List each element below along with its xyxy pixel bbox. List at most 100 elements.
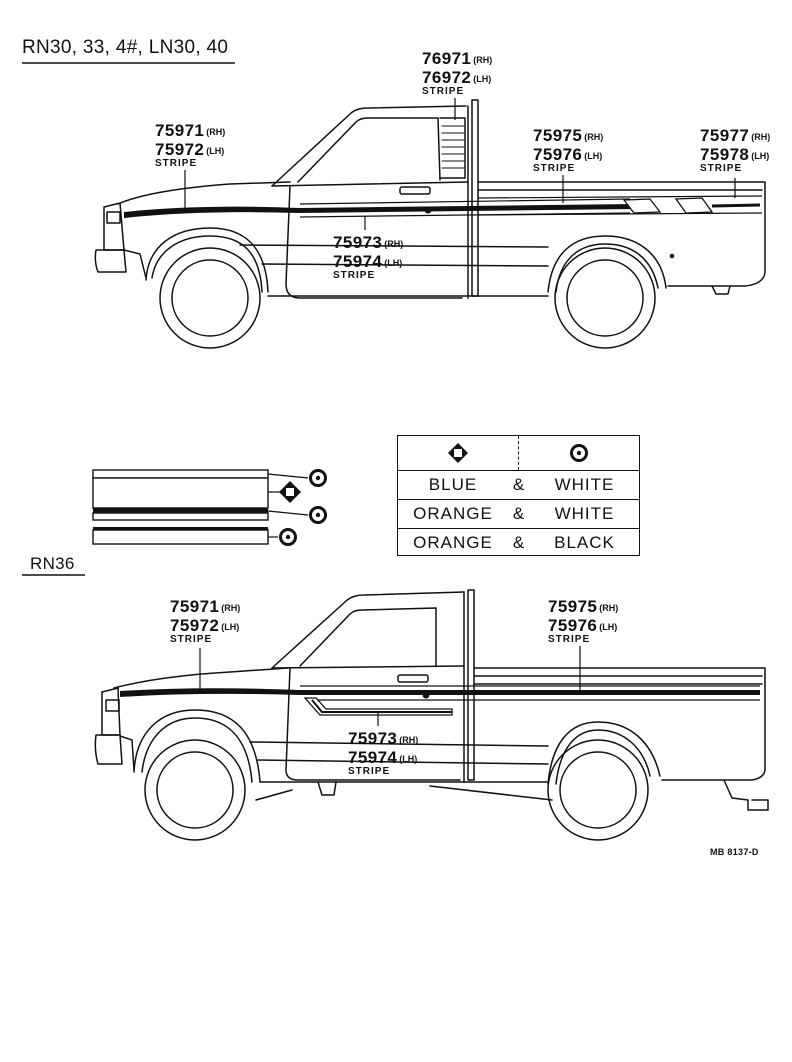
document-code: MB 8137-D <box>710 847 759 857</box>
leader-lines-rn30 <box>184 98 736 230</box>
color-table-row: ORANGE & WHITE <box>398 499 639 528</box>
diamond-square-icon <box>448 443 468 463</box>
part-number-lh: 75976 <box>533 145 583 164</box>
primary-color: ORANGE <box>413 533 493 552</box>
hood-line <box>113 667 289 689</box>
body-crease <box>249 741 549 747</box>
side-rh: (RH) <box>584 132 604 142</box>
part-number-rh: 75977 <box>700 126 750 145</box>
headlight <box>105 699 120 712</box>
callout-hood-stripe: 75971(RH) 75972(LH) STRIPE <box>170 596 240 645</box>
callout-bed-stripe: 75975(RH) 75976(LH) STRIPE <box>533 125 603 174</box>
body-crease <box>239 244 549 248</box>
rear-quarter-window <box>439 117 466 179</box>
part-number-lh: 75972 <box>155 140 205 159</box>
color-table-header-cell <box>518 436 639 470</box>
rear-rim <box>566 259 644 337</box>
rear-bumper <box>711 285 731 295</box>
part-name: STRIPE <box>548 634 591 645</box>
callout-hood-stripe: 75971(RH) 75972(LH) STRIPE <box>155 120 225 169</box>
side-rh: (RH) <box>473 55 493 65</box>
ampersand: & <box>512 533 526 552</box>
door-outline <box>285 185 463 299</box>
front-rim <box>156 751 234 829</box>
part-number-lh: 76972 <box>422 68 472 87</box>
ring-icon <box>309 469 327 487</box>
pillar-stripe-hatch <box>441 125 465 169</box>
front-bumper <box>94 249 127 273</box>
rear-wheel-arch <box>547 721 661 785</box>
front-tire <box>159 247 261 349</box>
secondary-color: WHITE <box>554 504 615 523</box>
rear-rim <box>559 751 637 829</box>
callout-door-stripe: 75973(RH) 75974(LH) STRIPE <box>333 232 403 281</box>
callout-door-stripe: 75973(RH) 75974(LH) STRIPE <box>348 728 418 777</box>
front-bumper <box>94 734 123 765</box>
a-pillar-roof <box>271 591 465 669</box>
side-rh: (RH) <box>206 127 226 137</box>
chassis-line <box>255 789 293 801</box>
side-lh: (LH) <box>399 754 418 764</box>
color-table-row: ORANGE & BLACK <box>398 528 639 557</box>
side-lh: (LH) <box>206 146 225 156</box>
truck-rn36-drawing <box>94 589 769 841</box>
a-pillar-roof <box>271 105 467 187</box>
side-lh: (LH) <box>384 258 403 268</box>
front-tire <box>144 739 246 841</box>
part-number-rh: 75973 <box>333 233 383 252</box>
side-lh: (LH) <box>751 151 770 161</box>
diamond-square-icon <box>279 481 301 503</box>
ring-icon <box>279 528 297 546</box>
door-handle <box>399 186 431 195</box>
part-name: STRIPE <box>348 766 391 777</box>
headlight <box>106 211 121 224</box>
belt-line <box>271 665 465 669</box>
color-table-header <box>398 436 639 471</box>
secondary-color: WHITE <box>554 475 615 494</box>
part-number-rh: 76971 <box>422 49 472 68</box>
callout-pillar-stripe: 76971(RH) 76972(LH) STRIPE <box>422 48 492 97</box>
color-table-row: BLUE & WHITE <box>398 471 639 499</box>
part-number-rh: 75971 <box>155 121 205 140</box>
belt-line <box>271 181 469 187</box>
part-number-rh: 75973 <box>348 729 398 748</box>
part-name: STRIPE <box>333 270 376 281</box>
side-rh: (RH) <box>384 239 404 249</box>
bed-front-post <box>467 589 475 781</box>
bed-outline <box>473 667 766 781</box>
color-table-header-cell <box>398 436 518 470</box>
secondary-color: BLACK <box>554 533 615 552</box>
side-lh: (LH) <box>221 622 240 632</box>
ampersand: & <box>512 475 526 494</box>
part-name: STRIPE <box>155 158 198 169</box>
grille <box>103 202 125 251</box>
side-lh: (LH) <box>473 74 492 84</box>
side-lh: (LH) <box>599 622 618 632</box>
rear-wheel-arch <box>547 235 667 293</box>
ring-icon <box>309 506 327 524</box>
door-handle <box>397 674 429 683</box>
part-name: STRIPE <box>533 163 576 174</box>
grille <box>101 687 121 736</box>
bed-front-post <box>471 99 479 297</box>
side-rh: (RH) <box>399 735 419 745</box>
callout-bed-stripe: 75975(RH) 75976(LH) STRIPE <box>548 596 618 645</box>
part-name: STRIPE <box>700 163 743 174</box>
section-b-title: RN36 <box>30 554 75 573</box>
stripe-profile-legend <box>92 469 327 546</box>
part-number-rh: 75975 <box>533 126 583 145</box>
ring-icon <box>570 444 588 462</box>
bed-outline <box>477 181 766 287</box>
part-number-lh: 75978 <box>700 145 750 164</box>
part-number-lh: 75974 <box>348 748 398 767</box>
color-table: BLUE & WHITE ORANGE & WHITE ORANGE & BLA… <box>397 435 640 556</box>
section-a-title: RN30, 33, 4#, LN30, 40 <box>22 37 229 58</box>
part-name: STRIPE <box>170 634 213 645</box>
side-rh: (RH) <box>221 603 241 613</box>
front-wheel-arch <box>145 227 269 293</box>
rear-tire <box>547 739 649 841</box>
primary-color: BLUE <box>428 475 478 494</box>
primary-color: ORANGE <box>413 504 493 523</box>
